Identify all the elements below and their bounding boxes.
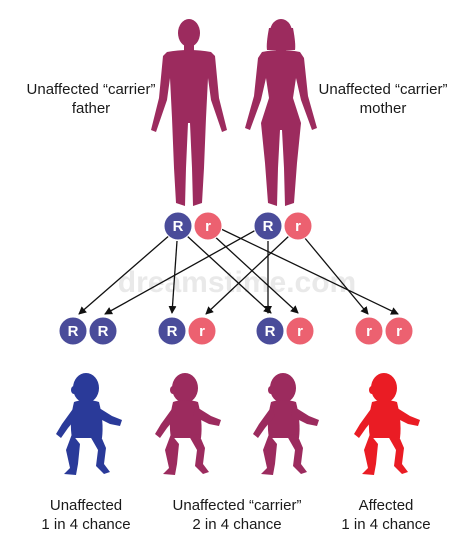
allele-circle bbox=[283, 211, 313, 241]
arrow-father-R-to-child-2 bbox=[168, 240, 178, 314]
baby-silhouette-affected bbox=[354, 373, 420, 475]
allele-circle bbox=[58, 316, 88, 346]
allele-circle bbox=[384, 316, 414, 346]
allele-label: R bbox=[167, 323, 178, 340]
father-label-line1: Unaffected “carrier” bbox=[26, 81, 156, 98]
allele-circle bbox=[163, 211, 193, 241]
arrow-mother-R-to-child-1 bbox=[104, 229, 257, 315]
allele-circle bbox=[88, 316, 118, 346]
outcome-unaffected-line2: 1 in 4 chance bbox=[41, 516, 131, 533]
mother-label-line2: mother bbox=[359, 100, 407, 117]
allele-label: R bbox=[263, 218, 274, 235]
outcome-affected-line1: Affected bbox=[358, 497, 414, 514]
mother-label: Unaffected “carrier” mother bbox=[318, 80, 448, 118]
mother-silhouette bbox=[245, 19, 317, 206]
allele-label: r bbox=[205, 218, 211, 235]
outcome-unaffected-line1: Unaffected bbox=[49, 497, 123, 514]
arrow-father-R-to-child-3 bbox=[185, 234, 272, 314]
arrow-father-r-to-child-4 bbox=[218, 227, 399, 315]
father-label-line2: father bbox=[71, 100, 111, 117]
allele-circle bbox=[157, 316, 187, 346]
allele-label: R bbox=[265, 323, 276, 340]
mother-alleles: R r bbox=[253, 211, 313, 241]
allele-label: r bbox=[199, 323, 205, 340]
father-label: Unaffected “carrier” father bbox=[26, 80, 156, 118]
father-alleles: R r bbox=[163, 211, 223, 241]
allele-label: R bbox=[173, 218, 184, 235]
baby-silhouette-unaffected bbox=[56, 373, 122, 475]
outcome-carrier-line1: Unaffected “carrier” bbox=[172, 497, 302, 514]
allele-label: R bbox=[68, 323, 79, 340]
outcome-carrier-line2: 2 in 4 chance bbox=[192, 516, 282, 533]
allele-circle bbox=[354, 316, 384, 346]
arrow-mother-r-to-child-4 bbox=[303, 236, 369, 315]
inheritance-arrows bbox=[78, 227, 399, 315]
allele-circle bbox=[255, 316, 285, 346]
baby-silhouette-carrier bbox=[155, 373, 221, 475]
outcome-affected: Affected 1 in 4 chance bbox=[328, 496, 444, 534]
allele-label: r bbox=[295, 218, 301, 235]
allele-label: r bbox=[366, 323, 372, 340]
arrow-father-R-to-child-1 bbox=[78, 233, 172, 315]
outcome-unaffected: Unaffected 1 in 4 chance bbox=[28, 496, 144, 534]
allele-circle bbox=[187, 316, 217, 346]
allele-circle bbox=[253, 211, 283, 241]
allele-label: R bbox=[98, 323, 109, 340]
allele-label: r bbox=[396, 323, 402, 340]
father-silhouette bbox=[151, 19, 227, 206]
arrow-mother-r-to-child-2 bbox=[205, 234, 291, 315]
allele-circle bbox=[193, 211, 223, 241]
allele-circle bbox=[285, 316, 315, 346]
mother-label-line1: Unaffected “carrier” bbox=[318, 81, 448, 98]
outcome-affected-line2: 1 in 4 chance bbox=[341, 516, 431, 533]
allele-label: r bbox=[297, 323, 303, 340]
baby-silhouette-carrier bbox=[253, 373, 319, 475]
offspring-alleles: R R R r R r r r bbox=[58, 316, 414, 346]
outcome-carrier: Unaffected “carrier” 2 in 4 chance bbox=[164, 496, 310, 534]
